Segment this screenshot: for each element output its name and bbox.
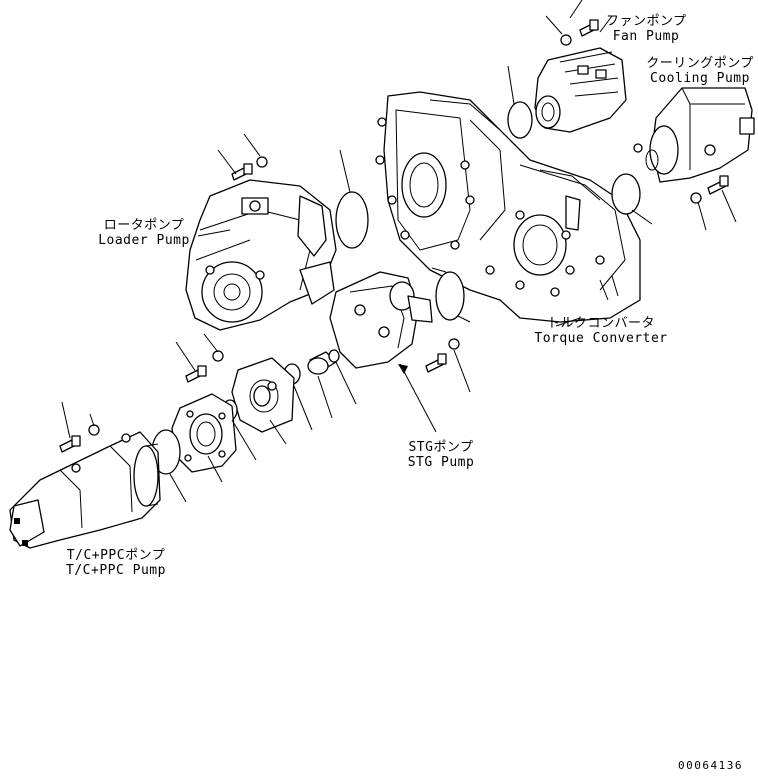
tc-ppc-pump-label-jp: T/C+PPCポンプ <box>66 548 166 563</box>
fan-pump-label-en: Fan Pump <box>612 29 680 44</box>
small-o-ring-2 <box>328 349 340 363</box>
loader-pump-o-ring <box>335 191 369 249</box>
loader-pump-label: ロータポンプ Loader Pump <box>94 218 194 248</box>
tc-ppc-pump-label: T/C+PPCポンプ T/C+PPC Pump <box>46 548 186 578</box>
stg-pump-bolt <box>425 338 460 373</box>
loader-pump[interactable] <box>185 179 337 331</box>
torque-converter-label: トルクコンバータ Torque Converter <box>528 316 674 346</box>
flange <box>171 393 237 473</box>
stg-pump-label: STGポンプ STG Pump <box>396 440 486 470</box>
tc-ppc-pump-bolt <box>59 424 100 453</box>
loader-pump-bolt <box>231 156 268 181</box>
stg-pump-label-jp: STGポンプ <box>408 440 474 455</box>
adapter-bolt <box>185 350 224 383</box>
fan-pump-bolt <box>560 19 599 46</box>
cooling-pump[interactable] <box>633 87 755 183</box>
cooling-pump-o-ring <box>611 173 641 215</box>
stg-pump-arrow <box>398 364 408 374</box>
loader-pump-label-en: Loader Pump <box>98 233 190 248</box>
leader-lines <box>61 0 737 503</box>
adapter-plate <box>231 357 295 433</box>
fan-pump-o-ring <box>507 101 533 139</box>
loader-pump-label-jp: ロータポンプ <box>103 218 185 233</box>
fan-pump-label: ファンポンプ Fan Pump <box>606 14 686 44</box>
tc-ppc-pump-label-en: T/C+PPC Pump <box>66 563 166 578</box>
stg-pump-o-ring <box>435 271 465 321</box>
fan-pump-label-jp: ファンポンプ <box>606 14 687 29</box>
torque-converter-label-jp: トルクコンバータ <box>546 316 655 331</box>
stg-pump-label-en: STG Pump <box>407 455 475 470</box>
cooling-pump-label: クーリングポンプ Cooling Pump <box>642 56 758 86</box>
cooling-pump-bolt <box>690 175 729 204</box>
fan-pump[interactable] <box>534 47 627 133</box>
cooling-pump-label-jp: クーリングポンプ <box>646 56 754 71</box>
stg-pump[interactable] <box>329 271 433 369</box>
torque-converter-housing[interactable] <box>375 91 641 323</box>
torque-converter-label-en: Torque Converter <box>534 331 668 346</box>
tc-ppc-pump[interactable] <box>9 431 161 549</box>
drawing-number: 00064136 <box>678 759 743 772</box>
cooling-pump-label-en: Cooling Pump <box>650 71 750 86</box>
